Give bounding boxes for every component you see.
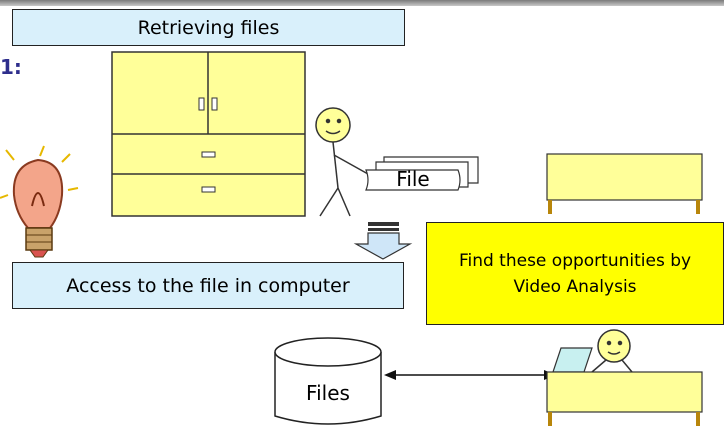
stick-figure-icon (591, 329, 633, 373)
title-label: Retrieving files (137, 16, 280, 39)
file-label: File (396, 167, 429, 191)
double-arrow-icon (384, 370, 556, 380)
desk-icon (546, 329, 703, 426)
find-label: Find these opportunities by Video Analys… (458, 250, 692, 297)
lightbulb-icon (0, 145, 79, 258)
access-label: Access to the file in computer (66, 274, 350, 297)
heading-fragment: 1: (0, 55, 22, 79)
top-bar (0, 0, 724, 6)
access-box: Access to the file in computer (12, 262, 404, 309)
title-box: Retrieving files (12, 9, 405, 46)
stick-figure-icon (315, 107, 369, 217)
filing-cabinet-icon (111, 51, 306, 217)
down-arrow-icon (353, 222, 413, 260)
find-opportunities-box: Find these opportunities by Video Analys… (426, 222, 724, 325)
database-cylinder-icon (274, 337, 382, 425)
files-label: Files (306, 381, 350, 405)
laptop-icon (552, 347, 593, 373)
file-stack-icon (365, 156, 479, 191)
desk-icon (546, 153, 703, 214)
